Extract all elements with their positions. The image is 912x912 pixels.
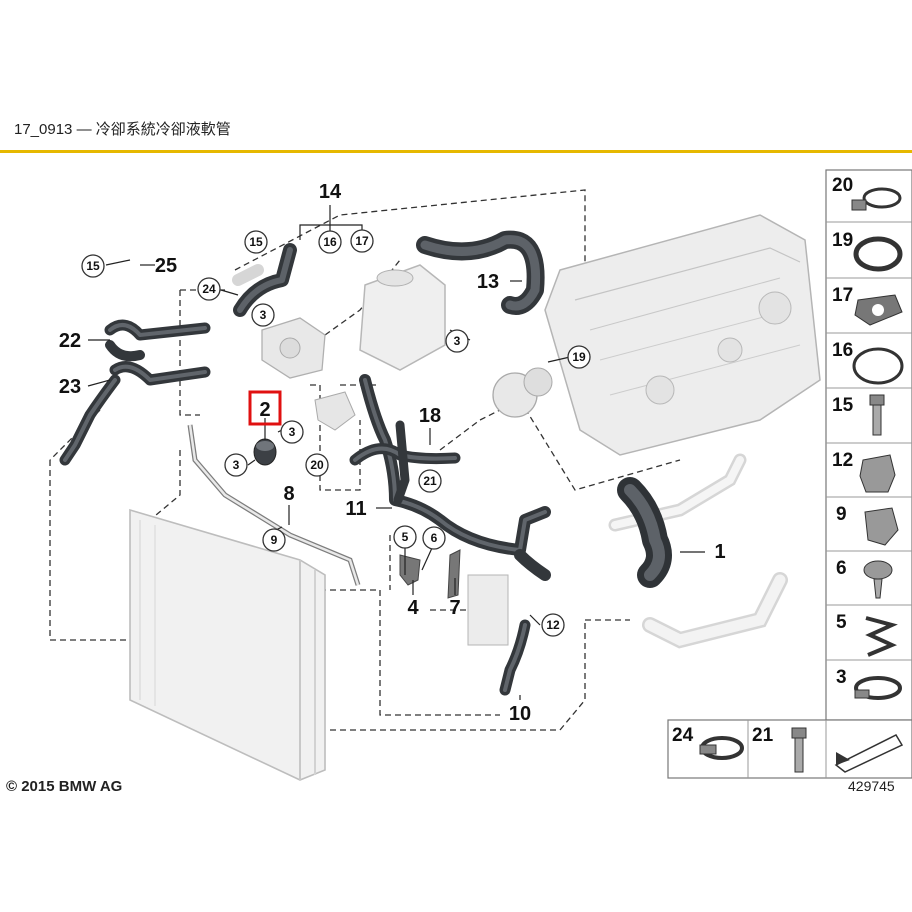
label-8[interactable]: 8 [283,483,294,505]
clip-connector-icon [859,454,896,493]
diagram-title: 17_0913 — 冷卻系統冷卻液軟管 [14,121,231,138]
copyright: © 2015 BMW AG [6,778,123,795]
svg-text:15: 15 [86,259,100,273]
side-label-15: 15 [832,395,854,416]
callout-20[interactable]: 20 [305,453,329,477]
callout-12[interactable]: 12 [541,613,565,637]
callout-3-top[interactable]: 3 [251,303,275,327]
side-label-16: 16 [832,340,853,361]
leader-lines [87,205,705,700]
label-18[interactable]: 18 [419,405,441,427]
expanding-rivet-icon [863,560,893,599]
svg-text:17: 17 [355,234,369,248]
water-pump [261,317,326,379]
side-label-9: 9 [836,504,847,525]
label-25[interactable]: 25 [155,255,177,277]
callout-24[interactable]: 24 [197,277,221,301]
svg-text:12: 12 [546,618,560,632]
metal-tube [187,424,361,586]
callout-15-top[interactable]: 15 [244,230,268,254]
svg-text:6: 6 [431,531,438,545]
part-2-body [253,438,277,466]
callout-3-mid[interactable]: 3 [280,420,304,444]
o-ring-icon [852,347,904,385]
highlight-box [248,390,282,426]
svg-text:20: 20 [310,458,324,472]
side-label-24: 24 [672,725,694,746]
thermostat-housing [492,367,553,418]
label-4[interactable]: 4 [407,597,419,619]
label-14[interactable]: 14 [319,181,342,203]
callout-16[interactable]: 16 [318,230,342,254]
label-7[interactable]: 7 [449,597,460,619]
radiator [129,508,326,781]
side-label-6: 6 [836,558,847,579]
hose-clip-icon [864,507,899,546]
svg-text:5: 5 [402,530,409,544]
svg-text:3: 3 [454,334,461,348]
callout-5[interactable]: 5 [393,525,417,549]
parts-panel [667,169,912,779]
arrow-icon [834,734,904,773]
callout-9[interactable]: 9 [262,528,286,552]
valve-assembly [314,391,356,431]
bolt-icon [869,394,885,436]
hoses [59,230,672,696]
seal-ring-icon [853,236,903,272]
screw-21-icon [791,727,807,773]
svg-text:24: 24 [202,282,216,296]
svg-text:3: 3 [289,425,296,439]
callout-17[interactable]: 17 [350,229,374,253]
bracket-parts [399,549,509,646]
gasket-icon [854,294,903,326]
spring-clip-icon [865,616,898,657]
callout-6[interactable]: 6 [422,526,446,550]
svg-text:3: 3 [233,458,240,472]
svg-text:16: 16 [323,235,337,249]
callout-19[interactable]: 19 [567,345,591,369]
label-1[interactable]: 1 [714,541,725,563]
label-23[interactable]: 23 [59,376,81,398]
side-label-21: 21 [752,725,774,746]
engine-block [544,214,821,456]
side-label-20: 20 [832,175,853,196]
plain-labels[interactable]: 14 25 13 22 23 2 18 8 11 1 4 7 10 [59,181,726,725]
svg-text:19: 19 [572,350,586,364]
band-clamp-icon [854,676,902,700]
callout-3-tank[interactable]: 3 [445,329,469,353]
side-label-3: 3 [836,667,847,688]
hose-clamp-icon [851,187,902,211]
side-label-5: 5 [836,612,847,633]
callout-3-low[interactable]: 3 [224,453,248,477]
label-11[interactable]: 11 [345,498,366,520]
label-2-highlighted[interactable]: 2 [259,399,270,421]
svg-text:15: 15 [249,235,263,249]
side-label-12: 12 [832,450,853,471]
clamp-24-icon [699,736,744,760]
label-10[interactable]: 10 [509,703,531,725]
circled-callouts[interactable]: 15 16 17 15 24 3 3 19 3 3 20 21 9 5 6 12 [81,229,591,637]
drawing-number: 429745 [848,778,895,794]
side-label-19: 19 [832,230,853,251]
callout-21[interactable]: 21 [418,469,442,493]
side-part-numbers: 20 19 17 16 15 12 9 6 5 3 24 21 [672,175,854,746]
callout-15-left[interactable]: 15 [81,254,105,278]
svg-text:21: 21 [423,474,437,488]
title-divider [0,150,912,153]
side-part-drawings [699,187,904,773]
svg-text:9: 9 [271,533,278,547]
expansion-tank [359,264,446,371]
svg-text:3: 3 [260,308,267,322]
label-22[interactable]: 22 [59,330,81,352]
side-label-17: 17 [832,285,853,306]
label-13[interactable]: 13 [477,271,499,293]
